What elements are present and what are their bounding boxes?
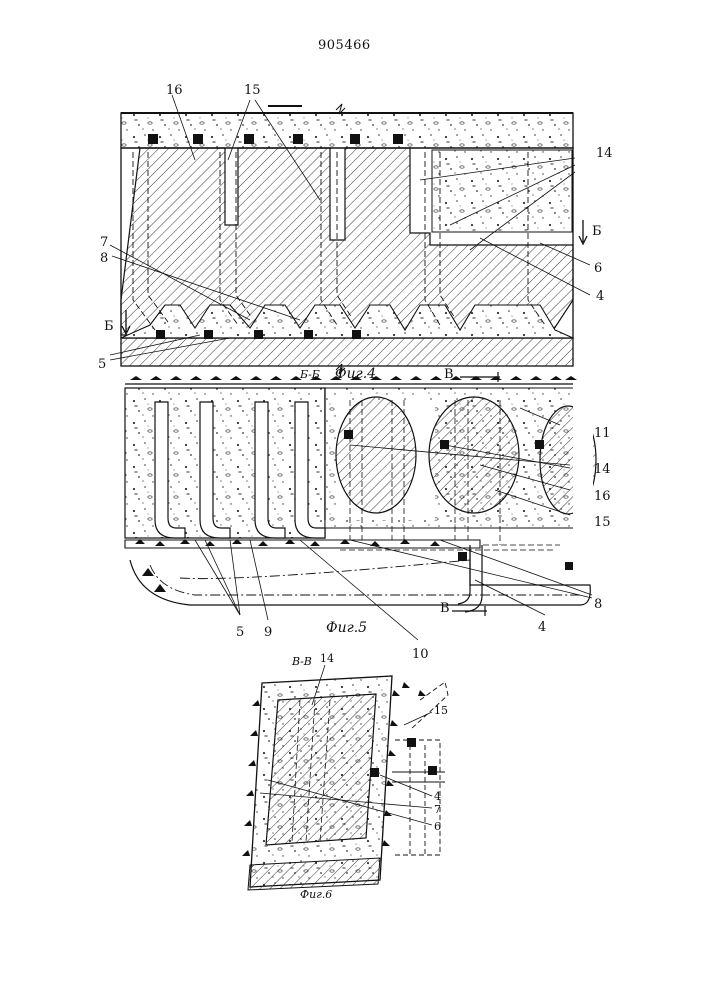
callout-8: 8 xyxy=(100,251,108,266)
callout-15: 15 xyxy=(244,83,261,98)
callout-16-fig5: 16 xyxy=(594,489,611,504)
callout-14-fig5: 14 xyxy=(594,462,611,477)
callout-5-fig5: 5 xyxy=(236,625,244,640)
haulage-level-slab xyxy=(121,338,573,366)
callout-8-fig5: 8 xyxy=(594,597,602,612)
callout-14-fig6: 14 xyxy=(320,652,334,665)
callout-4-fig5: 4 xyxy=(538,620,546,635)
callout-15-fig6: 15 xyxy=(434,704,448,717)
callout-7: 7 xyxy=(100,235,108,250)
callout-4-fig6: 4 xyxy=(434,790,441,803)
caption-fig6: Фиг.6 xyxy=(300,888,332,901)
haulage-drift xyxy=(130,548,590,605)
cut-arrow-v-top xyxy=(460,372,500,382)
callout-6-fig6: 6 xyxy=(434,820,441,833)
callout-5: 5 xyxy=(98,357,106,372)
cut-label-right: Б xyxy=(592,224,602,239)
filled-stope xyxy=(432,150,572,232)
callout-4: 4 xyxy=(596,289,604,304)
caption-fig5: Фиг.5 xyxy=(326,620,367,636)
section-label-vv: В-В xyxy=(291,655,312,668)
cut-label-v-top: В xyxy=(444,367,454,382)
callout-9: 9 xyxy=(264,625,272,640)
callout-7-fig6: 7 xyxy=(434,803,441,816)
callout-16: 16 xyxy=(166,83,183,98)
figure-6: В-В 14 15 4 7 6 Фиг.6 xyxy=(242,652,448,901)
cut-label-v-bottom: В xyxy=(440,601,450,616)
cut-arrow-right xyxy=(579,220,587,244)
figure-5: 11 14 16 15 8 4 5 9 10 В В Фиг.5 xyxy=(125,367,611,662)
callout-6: 6 xyxy=(594,261,602,276)
ore-body-oval-2 xyxy=(429,397,519,513)
callout-10: 10 xyxy=(412,647,429,662)
callout-14: 14 xyxy=(596,146,613,161)
figure-4: 16 15 14 7 8 5 6 4 Б Б Фиг.4 Б-Б xyxy=(98,83,613,382)
cut-arrow-v-bottom xyxy=(452,606,487,616)
callout-11: 11 xyxy=(594,426,611,441)
callout-15-fig5: 15 xyxy=(594,515,611,530)
cut-label-left: Б xyxy=(104,319,114,334)
